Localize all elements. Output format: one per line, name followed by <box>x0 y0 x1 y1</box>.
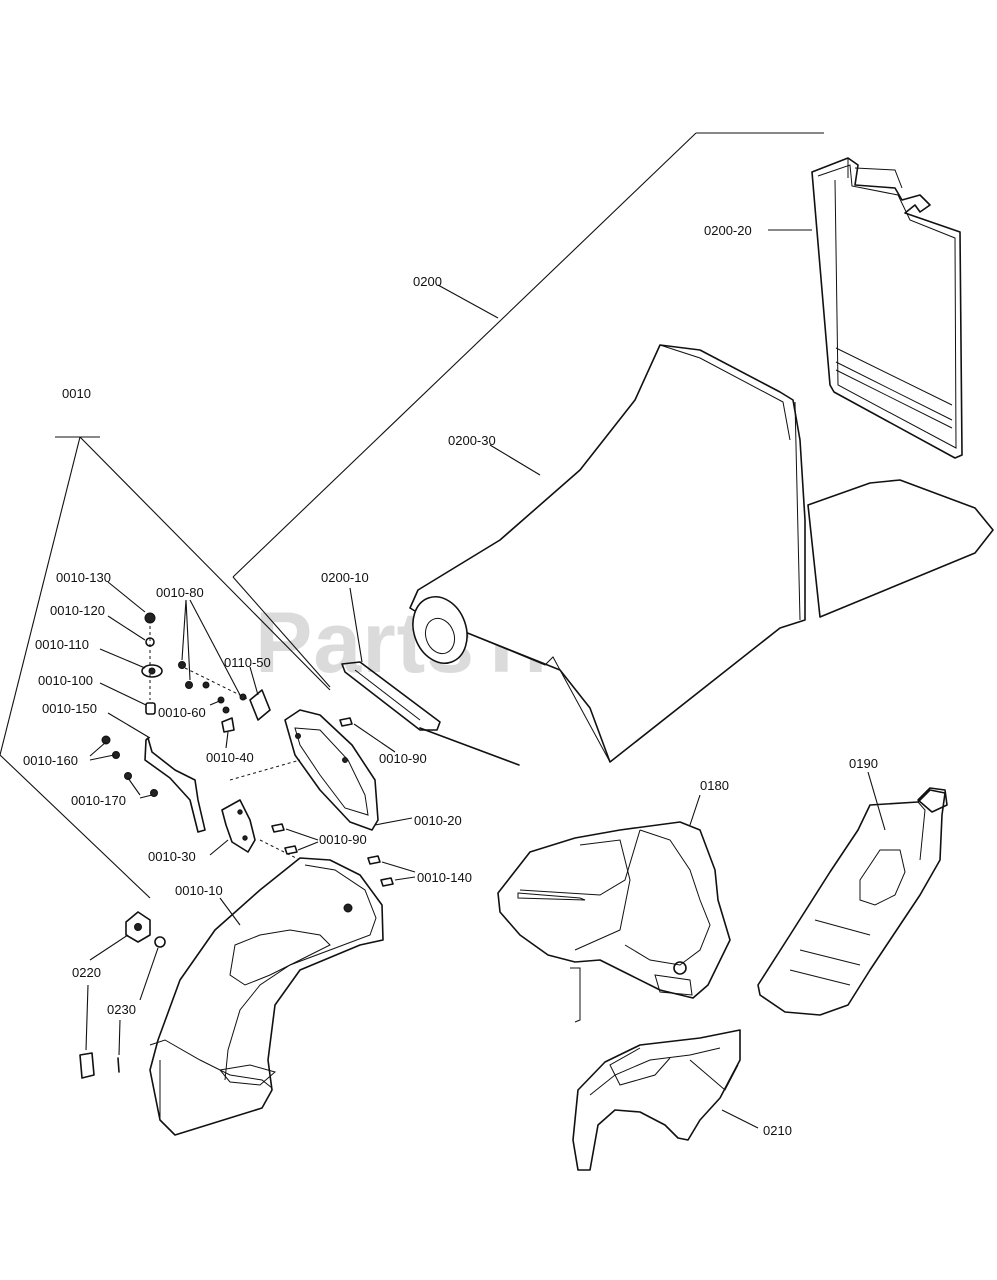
deflector-0010-20[interactable] <box>284 709 379 831</box>
callout-labels: 0200 0200-20 0200-30 0200-10 0010 0010-1… <box>23 223 878 1138</box>
pin-0230[interactable] <box>117 936 166 1073</box>
group-bracket-0010 <box>0 436 331 899</box>
hardware-stack[interactable] <box>101 612 271 833</box>
leader-lines <box>85 229 886 1129</box>
callout-0180[interactable]: 0180 <box>700 778 729 793</box>
grass-bag-0200-30[interactable] <box>404 344 994 763</box>
callout-0220[interactable]: 0220 <box>72 965 101 980</box>
callout-0010-10[interactable]: 0010-10 <box>175 883 223 898</box>
screws[interactable] <box>229 717 394 887</box>
callout-0010-80[interactable]: 0010-80 <box>156 585 204 600</box>
rod-0200-10[interactable] <box>341 661 520 766</box>
discharge-chute-0010-10[interactable] <box>149 857 384 1136</box>
callout-0010-160[interactable]: 0010-160 <box>23 753 78 768</box>
callout-0190[interactable]: 0190 <box>849 756 878 771</box>
callout-0010-90-upper[interactable]: 0010-90 <box>379 751 427 766</box>
callout-0200-10[interactable]: 0200-10 <box>321 570 369 585</box>
knob-0220[interactable] <box>79 911 151 1079</box>
bag-frame-0200-20[interactable] <box>811 157 963 459</box>
callout-0010-130[interactable]: 0010-130 <box>56 570 111 585</box>
callout-0010-40[interactable]: 0010-40 <box>206 750 254 765</box>
side-cover-0190[interactable] <box>757 787 948 1016</box>
callout-0230[interactable]: 0230 <box>107 1002 136 1017</box>
callout-0010-20[interactable]: 0010-20 <box>414 813 462 828</box>
callout-0010-110[interactable]: 0010-110 <box>35 637 89 652</box>
callout-0010-150[interactable]: 0010-150 <box>42 701 97 716</box>
group-bracket-0200 <box>232 132 824 688</box>
callout-0010-170[interactable]: 0010-170 <box>71 793 126 808</box>
callout-0010-140[interactable]: 0010-140 <box>417 870 472 885</box>
callout-0010-60[interactable]: 0010-60 <box>158 705 206 720</box>
callout-0210[interactable]: 0210 <box>763 1123 792 1138</box>
deflector-0210[interactable] <box>572 1029 741 1171</box>
callout-0200[interactable]: 0200 <box>413 274 442 289</box>
rear-cover-0180[interactable] <box>497 821 731 1023</box>
bracket-0010-30[interactable] <box>221 799 256 853</box>
callout-0010-100[interactable]: 0010-100 <box>38 673 93 688</box>
callout-0200-30[interactable]: 0200-30 <box>448 433 496 448</box>
callout-0200-20[interactable]: 0200-20 <box>704 223 752 238</box>
callout-0010-120[interactable]: 0010-120 <box>50 603 105 618</box>
callout-0010[interactable]: 0010 <box>62 386 91 401</box>
callout-0010-90-lower[interactable]: 0010-90 <box>319 832 367 847</box>
callout-0010-30[interactable]: 0010-30 <box>148 849 196 864</box>
callout-0110-50[interactable]: 0110-50 <box>224 655 271 670</box>
